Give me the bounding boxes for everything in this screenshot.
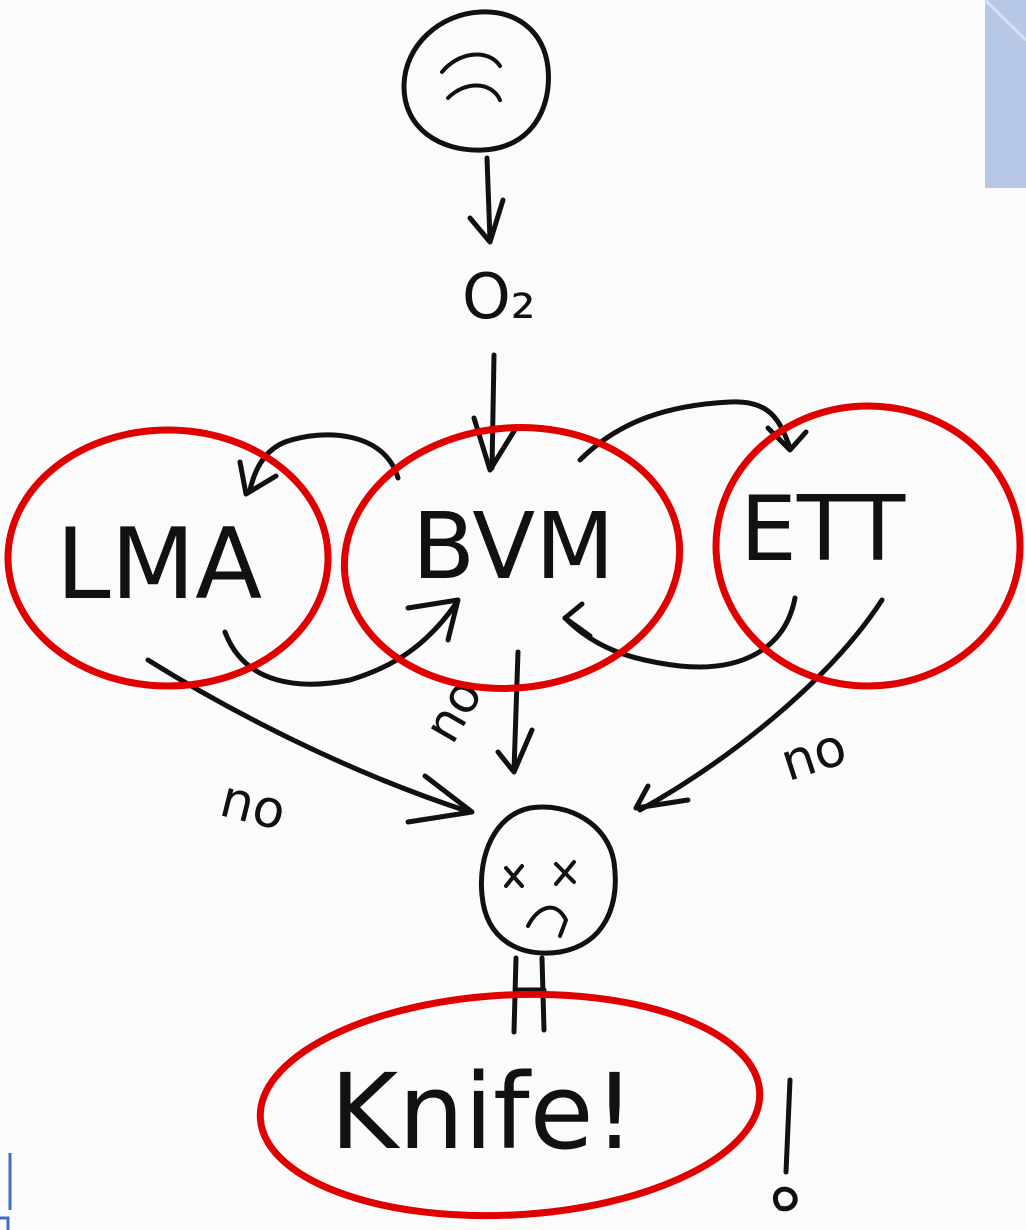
ett-circle <box>712 402 1024 690</box>
arrow-bvm-to-lma <box>237 432 401 497</box>
lma-circle <box>4 426 332 690</box>
corner-mark <box>0 1153 12 1230</box>
corner-tab <box>985 0 1026 188</box>
dead-face-icon <box>478 804 618 956</box>
lma-label: LMA <box>56 508 262 622</box>
arrow-face-to-oxygen <box>467 155 506 245</box>
ett-no-label: no <box>774 717 854 794</box>
oxygen-label: O₂ <box>462 260 536 333</box>
knife-circle <box>256 990 764 1220</box>
arrow-oxygen-to-bvm <box>471 352 519 473</box>
arrow-lma-to-face <box>145 657 475 825</box>
bvm-label: BVM <box>412 493 615 600</box>
bvm-circle <box>340 424 684 692</box>
corner-tab-fold <box>983 0 1026 42</box>
arrow-ett-to-face <box>633 597 885 813</box>
ett-label: ETT <box>740 477 906 582</box>
lma-no-label: no <box>214 769 291 843</box>
exclamation-mark <box>772 1077 798 1212</box>
arrow-ett-to-bvm <box>562 595 798 670</box>
knife-label: Knife! <box>330 1051 635 1173</box>
arrow-bvm-to-face <box>495 649 535 775</box>
sad-face-icon <box>401 9 551 153</box>
